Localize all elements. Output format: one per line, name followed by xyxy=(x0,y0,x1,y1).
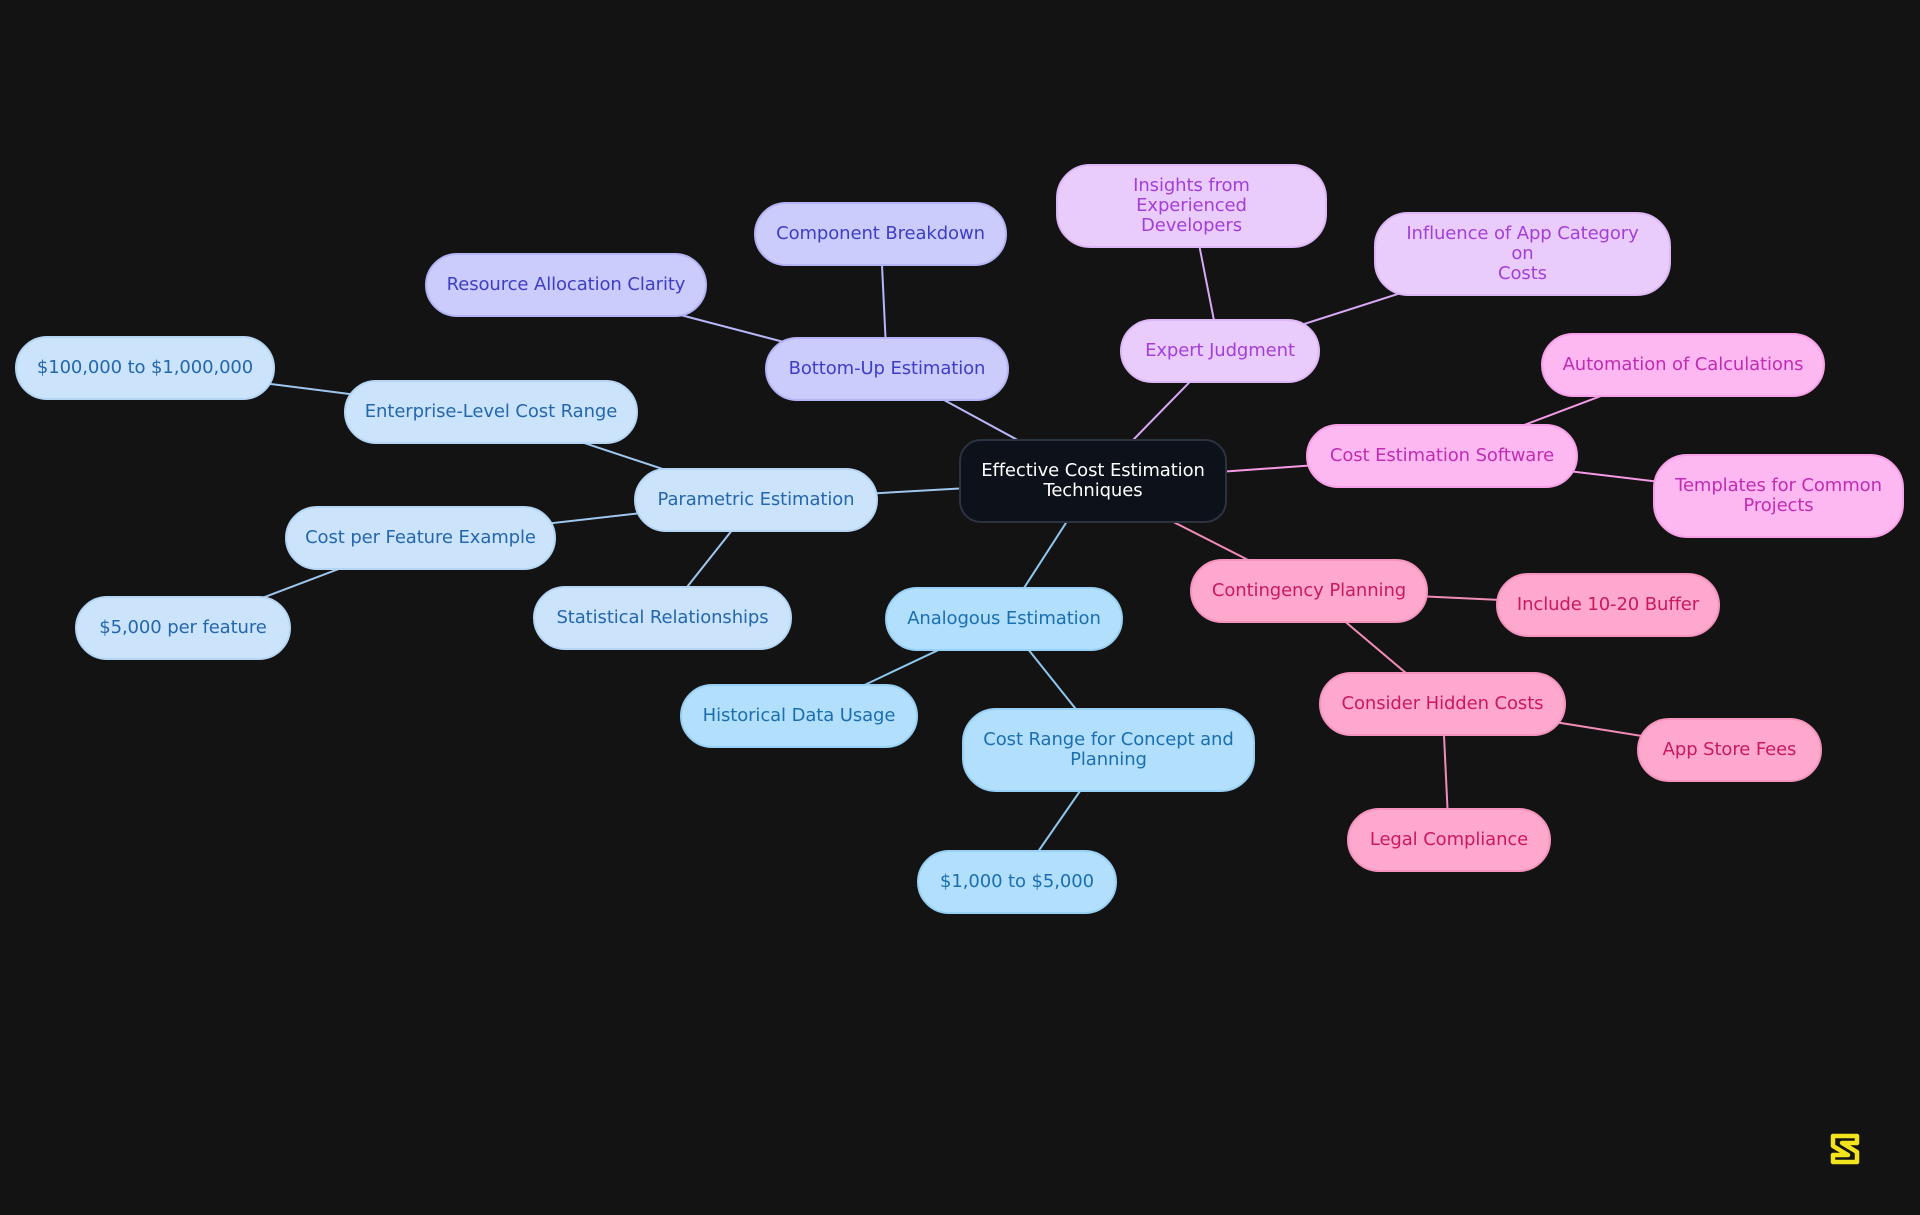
node-label-line: Projects xyxy=(1743,495,1814,516)
node-label-line: Cost Estimation Software xyxy=(1329,445,1555,466)
node-label-line: Parametric Estimation xyxy=(657,489,855,510)
node-contingency[interactable]: Contingency Planning xyxy=(1190,559,1428,623)
node-label-line: Automation of Calculations xyxy=(1562,354,1804,375)
node-label: Bottom-Up Estimation xyxy=(789,359,986,379)
node-range100k[interactable]: $100,000 to $1,000,000 xyxy=(15,336,275,400)
node-label-line: Historical Data Usage xyxy=(702,705,896,726)
node-label-line: Consider Hidden Costs xyxy=(1341,693,1544,714)
node-label-line: Costs xyxy=(1498,263,1547,284)
node-label-line: Developers xyxy=(1141,215,1242,236)
node-label: App Store Fees xyxy=(1663,740,1797,760)
node-label: Consider Hidden Costs xyxy=(1342,694,1544,714)
node-label: Resource Allocation Clarity xyxy=(447,275,686,295)
node-label-line: Statistical Relationships xyxy=(556,607,769,628)
node-label-line: Bottom-Up Estimation xyxy=(788,358,986,379)
node-label-line: Contingency Planning xyxy=(1211,580,1407,601)
node-fivek[interactable]: $5,000 per feature xyxy=(75,596,291,660)
node-label: $5,000 per feature xyxy=(99,618,267,638)
node-label: Cost Estimation Software xyxy=(1330,446,1554,466)
node-label: Statistical Relationships xyxy=(556,608,768,628)
node-label-line: Influence of App Category on xyxy=(1406,223,1639,264)
node-enterprise[interactable]: Enterprise-Level Cost Range xyxy=(344,380,638,444)
node-legal[interactable]: Legal Compliance xyxy=(1347,808,1551,872)
node-resource[interactable]: Resource Allocation Clarity xyxy=(425,253,707,317)
node-software[interactable]: Cost Estimation Software xyxy=(1306,424,1578,488)
node-buffer[interactable]: Include 10-20 Buffer xyxy=(1496,573,1720,637)
node-label-line: Expert Judgment xyxy=(1145,340,1295,361)
node-label-line: Effective Cost Estimation xyxy=(981,460,1205,481)
node-label: Enterprise-Level Cost Range xyxy=(364,401,618,422)
node-label: $100,000 to $1,000,000 xyxy=(37,358,253,378)
node-expert[interactable]: Expert Judgment xyxy=(1120,319,1320,383)
node-label-line: App Store Fees xyxy=(1662,739,1797,760)
node-label: Analogous Estimation xyxy=(907,609,1101,629)
node-label: Legal Compliance xyxy=(1370,830,1528,850)
node-label: Automation of Calculations xyxy=(1563,355,1804,375)
node-bottomup[interactable]: Bottom-Up Estimation xyxy=(765,337,1009,401)
node-range1k[interactable]: $1,000 to $5,000 xyxy=(917,850,1117,914)
node-label-line: Planning xyxy=(1070,749,1147,770)
node-label-line: Cost per Feature Example xyxy=(305,527,536,548)
node-label: Component Breakdown xyxy=(776,224,985,244)
node-label-line: Templates for Common xyxy=(1675,475,1882,496)
node-label-line: $1,000 to $5,000 xyxy=(940,871,1094,892)
node-label-line: Cost Range for Concept and xyxy=(983,729,1234,750)
node-label: Historical Data Usage xyxy=(703,706,896,726)
node-label-line: Include 10-20 Buffer xyxy=(1516,594,1700,615)
node-label-line: Component Breakdown xyxy=(776,223,985,244)
node-statistical[interactable]: Statistical Relationships xyxy=(533,586,792,650)
node-label-line: Techniques xyxy=(1043,480,1143,501)
node-appstore[interactable]: App Store Fees xyxy=(1637,718,1822,782)
node-automation[interactable]: Automation of Calculations xyxy=(1541,333,1825,397)
node-parametric[interactable]: Parametric Estimation xyxy=(634,468,878,532)
node-label: Parametric Estimation xyxy=(658,490,855,510)
node-label: Include 10-20 Buffer xyxy=(1517,595,1699,615)
node-label: Expert Judgment xyxy=(1145,341,1295,361)
node-label: Cost per Feature Example xyxy=(305,528,536,548)
node-label-line: $100,000 to $1,000,000 xyxy=(36,357,254,378)
node-label-line: Legal Compliance xyxy=(1369,829,1529,850)
node-label: $1,000 to $5,000 xyxy=(940,872,1094,892)
node-label: Contingency Planning xyxy=(1212,581,1406,601)
node-label-line: Resource Allocation Clarity xyxy=(446,274,686,295)
node-hidden[interactable]: Consider Hidden Costs xyxy=(1319,672,1566,736)
node-analogous[interactable]: Analogous Estimation xyxy=(885,587,1123,651)
node-historical[interactable]: Historical Data Usage xyxy=(680,684,918,748)
node-perfeature[interactable]: Cost per Feature Example xyxy=(285,506,556,570)
node-label-line: Analogous Estimation xyxy=(907,608,1101,629)
node-label-line: Enterprise-Level Cost Range xyxy=(364,401,618,422)
s-logo-icon xyxy=(1830,1133,1860,1165)
node-component[interactable]: Component Breakdown xyxy=(754,202,1007,266)
node-label-line: Insights from Experienced xyxy=(1133,175,1250,216)
node-label-line: $5,000 per feature xyxy=(99,617,267,638)
